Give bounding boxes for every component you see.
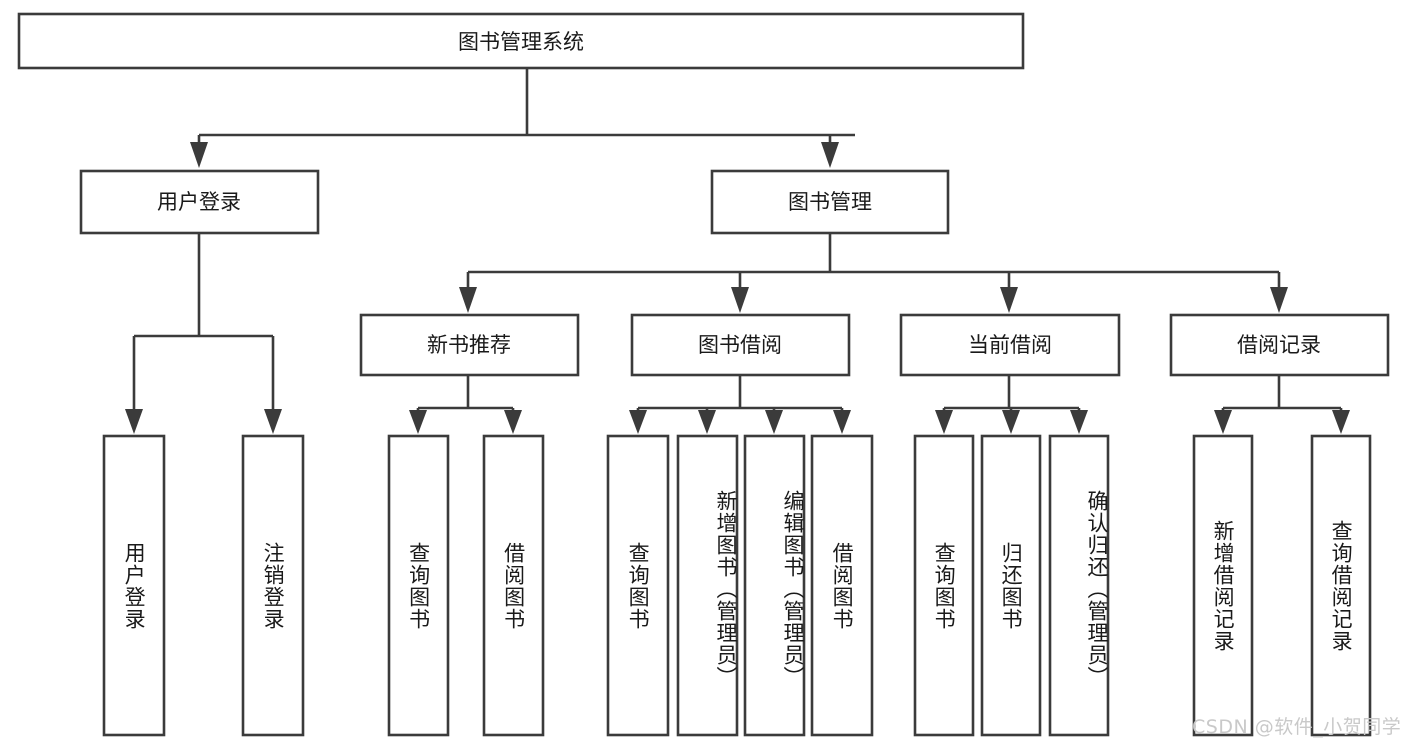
arrow-book-mgmt-to-new-rec	[459, 287, 477, 313]
arrow-current-borrow-to-leaf2	[1002, 410, 1020, 434]
node-leaf-logout[interactable]	[241, 434, 305, 737]
node-root[interactable]	[17, 12, 1025, 70]
node-leaf-user-login[interactable]	[102, 434, 166, 737]
node-new-book-recommend[interactable]	[359, 313, 580, 377]
node-leaf-bb-add-book[interactable]	[676, 434, 739, 737]
node-leaf-bb-borrow-book[interactable]	[810, 434, 874, 737]
arrow-root-to-book-mgmt	[821, 142, 839, 168]
arrow-current-borrow-to-leaf3	[1070, 410, 1088, 434]
arrow-book-borrow-to-leaf2	[698, 410, 716, 434]
node-leaf-rec-borrow-book[interactable]	[482, 434, 545, 737]
node-root-label: 图书管理系统	[458, 30, 584, 54]
node-leaf-rec-query-book[interactable]	[387, 434, 450, 737]
node-leaf-cb-query-book[interactable]	[913, 434, 975, 737]
node-new-book-recommend-label: 新书推荐	[427, 333, 511, 357]
node-leaf-bb-query-book[interactable]	[606, 434, 670, 737]
node-book-borrow-label: 图书借阅	[698, 333, 782, 357]
node-book-management[interactable]	[710, 169, 950, 235]
node-book-borrow[interactable]	[630, 313, 851, 377]
node-leaf-br-query-record[interactable]	[1310, 434, 1372, 737]
node-leaf-cb-confirm-return[interactable]	[1048, 434, 1110, 737]
arrow-book-borrow-to-leaf3	[765, 410, 783, 434]
arrow-current-borrow-to-leaf1	[935, 410, 953, 434]
node-leaf-br-add-record[interactable]	[1192, 434, 1254, 737]
node-book-management-label: 图书管理	[788, 190, 872, 214]
connector-layer	[125, 68, 1350, 434]
node-borrow-record[interactable]	[1169, 313, 1390, 377]
arrow-book-mgmt-to-borrow	[731, 287, 749, 313]
arrow-book-borrow-to-leaf1	[629, 410, 647, 434]
node-leaf-cb-return-book[interactable]	[980, 434, 1042, 737]
node-current-borrow-label: 当前借阅	[968, 333, 1052, 357]
arrow-book-mgmt-to-current	[1000, 287, 1018, 313]
arrow-root-to-user-login	[190, 142, 208, 168]
arrow-new-rec-to-leaf2	[504, 410, 522, 434]
csdn-watermark: CSDN @软件_小贺同学	[1192, 716, 1402, 738]
node-layer: 图书管理系统 用户登录 图书管理 新书推荐 图书借阅 当前借阅 借阅记录	[17, 12, 1390, 737]
arrow-borrow-record-to-leaf2	[1332, 410, 1350, 434]
node-user-login[interactable]	[79, 169, 320, 235]
arrow-book-borrow-to-leaf4	[833, 410, 851, 434]
arrow-user-login-to-leaf1	[125, 409, 143, 434]
node-leaf-bb-edit-book[interactable]	[743, 434, 806, 737]
arrow-new-rec-to-leaf1	[409, 410, 427, 434]
node-current-borrow[interactable]	[899, 313, 1121, 377]
arrow-user-login-to-leaf2	[264, 409, 282, 434]
arrow-borrow-record-to-leaf1	[1214, 410, 1232, 434]
node-borrow-record-label: 借阅记录	[1237, 333, 1321, 357]
node-user-login-label: 用户登录	[157, 190, 241, 214]
arrow-book-mgmt-to-record	[1270, 287, 1288, 313]
